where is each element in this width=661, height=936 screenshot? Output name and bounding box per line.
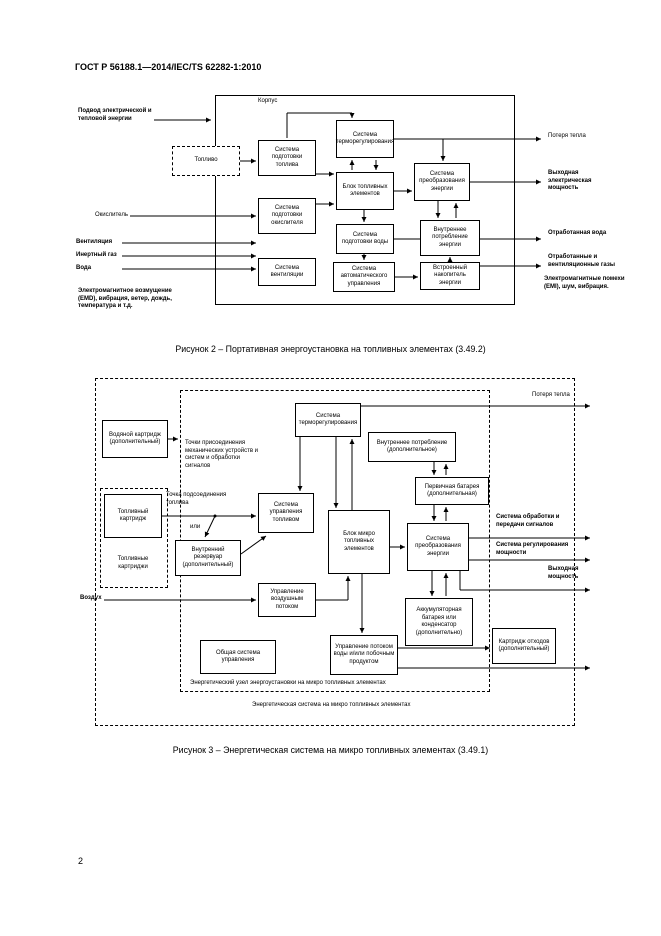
fig3-label-fuel-point: Точка подсоединения топлива (166, 492, 227, 506)
fig2-enclosure-label: Корпус (258, 98, 278, 104)
fig3-label-fuel-cartridges: Топливные картриджи (117, 556, 149, 570)
figure2-caption: Рисунок 2 – Портативная энергоустановка … (175, 344, 486, 354)
fig2-box-power-conditioning: Система преобразования энергии (414, 163, 470, 201)
fig2-input-water: Вода (76, 265, 92, 271)
fig3-box-waste-cartridge: Картридж отходов (дополнительный) (492, 628, 556, 664)
figure3-caption: Рисунок 3 – Энергетическая система на ми… (172, 745, 489, 755)
fig3-label-unit: Энергетический узел энергоустановки на м… (190, 680, 386, 686)
fig2-box-oxidant-processing: Система подготовки окислителя (258, 198, 316, 234)
fig2-box-ventilation-system: Система вентиляции (258, 258, 316, 286)
fig2-output-waste-water: Отработанная вода (548, 230, 607, 236)
fig3-system-boundary (95, 378, 575, 726)
fig2-box-water-treatment: Система подготовки воды (336, 224, 394, 254)
fig2-input-fuel-box: Топливо (172, 146, 240, 176)
fig2-input-ventilation: Вентиляция (76, 239, 113, 245)
fig3-box-power-conditioning: Система преобразования энергии (407, 523, 469, 571)
page-number: 2 (78, 856, 84, 866)
fig3-output-power: Выходная мощность (548, 566, 579, 580)
fig2-input-oxidant: Окислитель (95, 212, 128, 218)
fig3-label-system: Энергетическая система на микро топливны… (252, 702, 411, 708)
fig2-input-inert-gas: Инертный газ (76, 252, 117, 258)
fig3-box-micro-stack: Блок микро топливных элементов (328, 510, 390, 574)
fig3-label-or: или (190, 524, 201, 530)
fig3-cartridges-boundary (100, 488, 168, 588)
fig3-output-heat-loss: Потеря тепла (532, 392, 570, 398)
fig2-box-energy-storage: Встроенный накопитель энергии (420, 262, 480, 290)
document-header: ГОСТ Р 56188.1—2014/IEC/TS 62282-1:2010 (75, 62, 262, 72)
fig2-output-emi: Электромагнитные помехи (EMI), шум, вибр… (544, 276, 625, 290)
fig3-output-signals: Система обработки и передачи сигналов (496, 514, 560, 528)
fig2-output-exhaust: Отработанные и вентиляционные газы (548, 254, 615, 268)
fig3-box-internal-reservoir: Внутренний резервуар (дополнительный) (175, 540, 241, 576)
fig3-box-water-cartridge: Водяной картридж (дополнительный) (102, 420, 168, 458)
fig3-box-air-flow-management: Управление воздушным потоком (258, 583, 316, 617)
fig2-box-fuel-cell-stack: Блок топливных элементов (336, 172, 394, 210)
fig3-label-connection-points: Точки присоединения механических устройс… (185, 440, 259, 469)
fig3-box-primary-battery: Первичная батарея (дополнительная) (415, 477, 489, 505)
fig3-box-thermal-management: Система терморегулирования (295, 403, 361, 437)
fig3-box-fuel-cartridge: Топливный картридж (104, 494, 162, 538)
fig2-box-internal-consumption: Внутреннее потребление энергии (420, 220, 480, 256)
fig2-enclosure-box (215, 95, 515, 305)
fig2-box-thermal-management: Система терморегулирования (336, 120, 394, 158)
fig3-box-internal-consumption: Внутреннее потребление (дополнительное) (368, 432, 456, 462)
fig3-box-water-flow-management: Управление потоком воды и/или побочным п… (330, 635, 398, 675)
fig3-box-fuel-management: Система управления топливом (258, 493, 314, 533)
fig2-box-fuel-processing: Система подготовки топлива (258, 140, 316, 176)
fig3-box-general-control: Общая система управления (200, 640, 276, 674)
fig2-output-heat-loss: Потеря тепла (548, 133, 586, 139)
fig2-box-automatic-control: Система автоматического управления (333, 262, 395, 292)
fig3-box-battery-capacitor: Аккумуляторная батарея или конденсатор (… (405, 598, 473, 646)
fig2-output-power: Выходная электрическая мощность (548, 170, 592, 191)
fig2-input-disturbance: Электромагнитное возмущение (EMD), вибра… (78, 288, 172, 309)
fig3-output-power-regulation: Система регулирования мощности (496, 542, 569, 556)
fig2-input-supply: Подвод электрической и тепловой энергии (78, 108, 152, 122)
fig3-input-air: Воздух (80, 595, 102, 601)
